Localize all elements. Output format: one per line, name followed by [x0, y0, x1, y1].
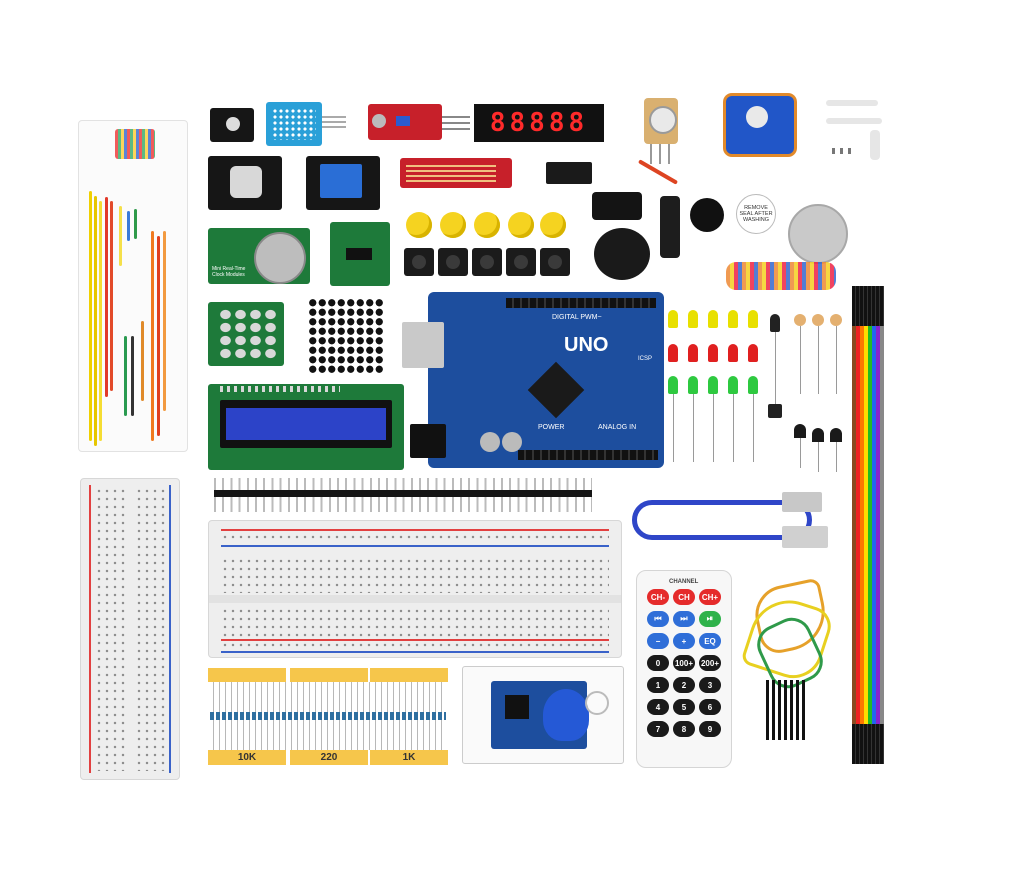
- button-cap: [440, 212, 466, 238]
- keypad-module: [208, 302, 284, 366]
- resistor-label-10k: 10K: [208, 750, 286, 765]
- ir-sensor-module: [210, 108, 254, 142]
- button-cap: [540, 212, 566, 238]
- remote-vol-minus[interactable]: −: [647, 633, 669, 649]
- dupont-jumper-wires: [740, 577, 836, 748]
- remote-7[interactable]: 7: [647, 721, 669, 737]
- remote-ch-plus[interactable]: CH+: [699, 589, 721, 605]
- joystick-cap: [594, 228, 650, 280]
- rtc-module-label: Mini Real-Time Clock Modules: [212, 266, 246, 278]
- ir-remote: CHANNEL CH- CH CH+ ⏮ ⏭ ⏯ − + EQ 0 100+ 2…: [636, 570, 732, 768]
- board-power-label: POWER: [538, 424, 565, 431]
- remote-channel-label: CHANNEL: [669, 579, 699, 585]
- seven-segment-digits: 88888: [489, 108, 589, 138]
- lcd-1602-display: [208, 384, 404, 470]
- tactile-switch: [404, 248, 434, 276]
- button-cap: [474, 212, 500, 238]
- breadboard-vertical: [80, 478, 180, 780]
- board-title: UNO: [564, 334, 609, 356]
- remote-2[interactable]: 2: [673, 677, 695, 693]
- resistor-label-220: 220: [290, 750, 368, 765]
- dc-barrel-plug: [660, 196, 680, 258]
- board-analog-label: ANALOG IN: [598, 424, 637, 431]
- button-cap: [508, 212, 534, 238]
- board-header-label: DIGITAL PWM~: [552, 314, 602, 321]
- stepper-driver-board: [330, 222, 390, 286]
- potentiometer: [644, 98, 678, 144]
- remote-ch[interactable]: CH: [673, 589, 695, 605]
- remote-0[interactable]: 0: [647, 655, 669, 671]
- seven-segment-display: 88888: [474, 104, 604, 142]
- remote-8[interactable]: 8: [673, 721, 695, 737]
- stepper-motor: [788, 204, 848, 264]
- remote-eq[interactable]: EQ: [699, 633, 721, 649]
- tactile-switch: [540, 248, 570, 276]
- rfid-keyfob: [543, 689, 589, 741]
- remote-play-pause[interactable]: ⏯: [699, 611, 721, 627]
- relay-module: [306, 156, 380, 210]
- button-cap: [406, 212, 432, 238]
- ribbon-cable: [852, 286, 884, 764]
- tactile-switch: [506, 248, 536, 276]
- battery-clip: [592, 192, 642, 220]
- transistor: [812, 428, 824, 442]
- dht11-sensor: [266, 102, 322, 146]
- remote-next[interactable]: ⏭: [673, 611, 695, 627]
- remote-100-plus[interactable]: 100+: [673, 655, 695, 671]
- remote-4[interactable]: 4: [647, 699, 669, 715]
- tactile-switch: [438, 248, 468, 276]
- breadboard-main: [208, 520, 622, 658]
- servo-motor: [726, 96, 794, 154]
- arduino-uno-board: DIGITAL PWM~ UNO ICSP POWER ANALOG IN: [402, 292, 664, 468]
- led-matrix: [308, 298, 384, 374]
- buzzer: [690, 198, 724, 232]
- ir-receiver: [768, 404, 782, 418]
- pin-header-strip: [214, 478, 592, 512]
- ir-led: [770, 314, 780, 332]
- remote-prev[interactable]: ⏮: [647, 611, 669, 627]
- buzzer-sticker-text: REMOVE SEAL AFTER WASHING: [739, 205, 773, 223]
- rtc-module: Mini Real-Time Clock Modules: [208, 228, 310, 284]
- remote-ch-minus[interactable]: CH-: [647, 589, 669, 605]
- remote-9[interactable]: 9: [699, 721, 721, 737]
- remote-3[interactable]: 3: [699, 677, 721, 693]
- remote-5[interactable]: 5: [673, 699, 695, 715]
- water-level-sensor: [400, 158, 512, 188]
- jumper-wire-box: [78, 120, 188, 452]
- remote-vol-plus[interactable]: +: [673, 633, 695, 649]
- ic-chip: [546, 162, 592, 184]
- sound-sensor-module: [368, 104, 442, 140]
- board-icsp-label: ICSP: [638, 356, 653, 362]
- rfid-module-frame: [462, 666, 624, 764]
- remote-1[interactable]: 1: [647, 677, 669, 693]
- remote-6[interactable]: 6: [699, 699, 721, 715]
- joystick-module: [208, 156, 282, 210]
- usb-cable: [632, 492, 838, 554]
- tactile-switch: [472, 248, 502, 276]
- servo-horns: [826, 96, 886, 166]
- remote-200-plus[interactable]: 200+: [699, 655, 721, 671]
- transistor: [794, 424, 806, 438]
- transistor: [830, 428, 842, 442]
- resistor-label-1k: 1K: [370, 750, 448, 765]
- active-buzzer-sticker: REMOVE SEAL AFTER WASHING: [736, 194, 776, 234]
